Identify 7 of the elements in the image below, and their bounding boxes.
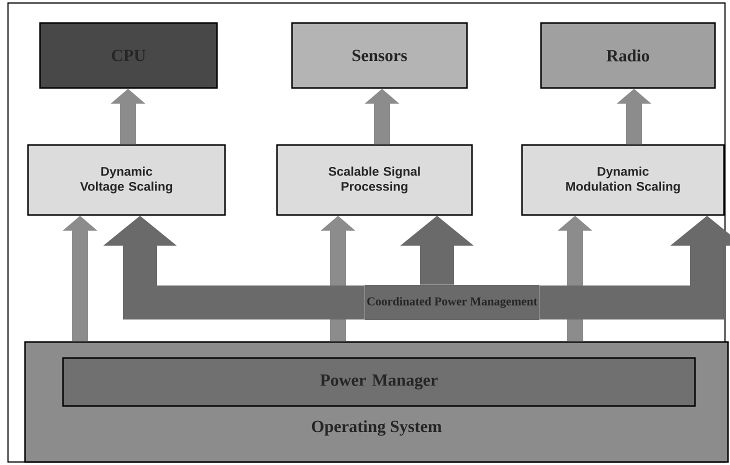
process-box: Dynamic Modulation Scaling	[521, 144, 725, 216]
manager-box: Power Manager	[62, 357, 696, 407]
process-box: Dynamic Voltage Scaling	[27, 144, 226, 216]
process-box: Scalable Signal Processing	[276, 144, 473, 216]
sensors-box: Sensors	[291, 22, 468, 89]
radio-box: Radio	[540, 22, 716, 89]
band-label: Coordinated Power Management	[364, 284, 540, 320]
